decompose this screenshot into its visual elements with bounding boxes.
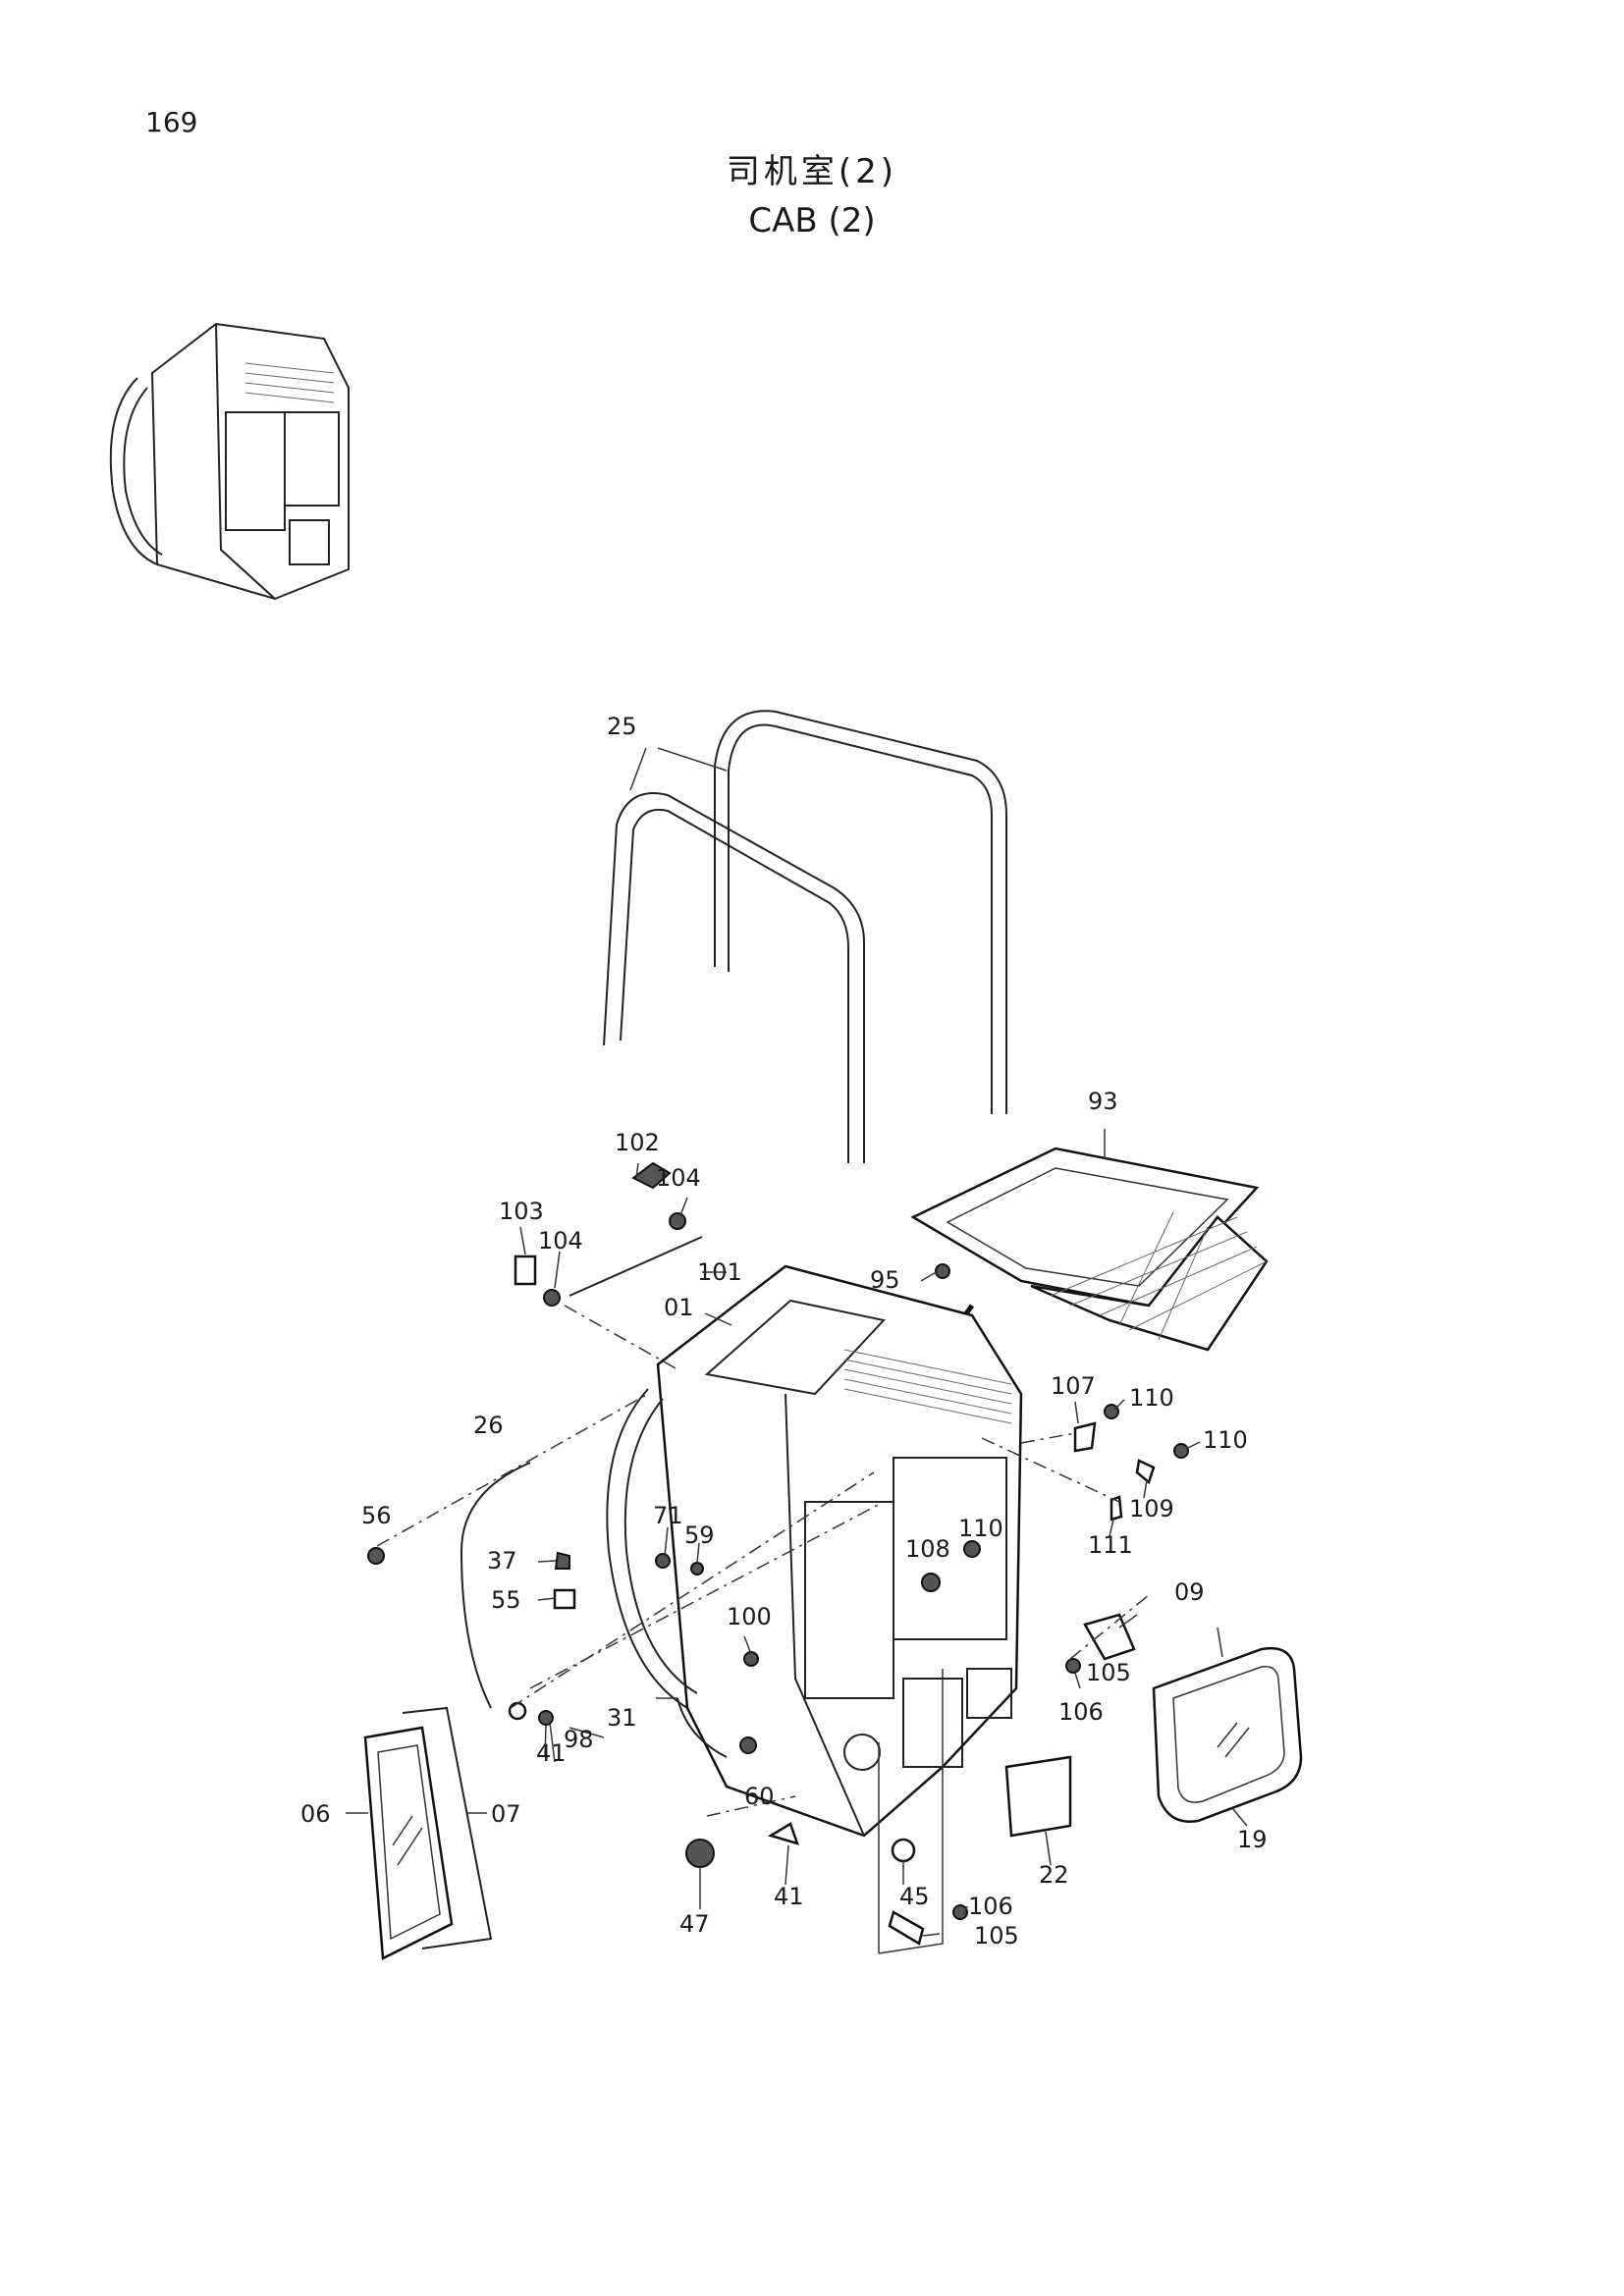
weatherstrip-arches: [603, 710, 1007, 1163]
callout-label: 41: [774, 1883, 804, 1910]
roof-sheet: [910, 1147, 1269, 1352]
callout-label: 107: [1051, 1372, 1096, 1400]
callout-label: 45: [899, 1883, 930, 1910]
callout-label: 105: [974, 1922, 1019, 1949]
leader-lines: [346, 747, 1248, 1954]
title-chinese: 司机室(2): [726, 152, 898, 191]
callout-label: 41: [536, 1739, 567, 1767]
callout-label: 19: [1237, 1826, 1268, 1853]
left-glass: [363, 1706, 493, 1960]
callout-label: 59: [684, 1522, 715, 1549]
callout-label: 56: [361, 1502, 392, 1529]
callout-label: 06: [300, 1800, 331, 1828]
rod: [568, 1236, 703, 1297]
callout-label: 09: [1174, 1578, 1205, 1606]
callout-label: 103: [499, 1198, 544, 1225]
callout-label: 100: [727, 1603, 772, 1630]
title-block: 司机室(2) CAB (2): [0, 147, 1624, 245]
callout-label: 101: [697, 1258, 742, 1286]
callout-label: 108: [905, 1535, 950, 1563]
callout-label: 110: [1203, 1426, 1248, 1454]
callout-label: 106: [968, 1893, 1013, 1920]
callout-label: 37: [487, 1547, 517, 1575]
rear-window-seal: [1004, 1755, 1072, 1838]
cab-frame: [606, 1264, 1023, 1838]
callout-label: 93: [1088, 1088, 1118, 1115]
callout-label: 102: [615, 1129, 660, 1156]
callout-label: 104: [656, 1164, 701, 1192]
callout-label: 98: [564, 1726, 594, 1753]
callout-label: 01: [664, 1294, 694, 1321]
callout-label: 111: [1088, 1531, 1133, 1559]
right-glass: [1152, 1646, 1303, 1823]
callout-label: 22: [1039, 1861, 1069, 1889]
callout-label: 26: [473, 1412, 504, 1439]
callout-label: 71: [653, 1502, 683, 1529]
callout-label: 47: [679, 1910, 710, 1938]
cable-31: [677, 1697, 728, 1758]
callout-label: 106: [1058, 1698, 1104, 1726]
callout-label: 109: [1129, 1495, 1174, 1522]
callout-label: 110: [1129, 1384, 1174, 1412]
callout-label: 55: [491, 1586, 521, 1614]
callout-label: 07: [491, 1800, 521, 1828]
callout-label: 95: [870, 1266, 900, 1294]
callout-label: 60: [744, 1783, 775, 1810]
callout-label: 105: [1086, 1659, 1131, 1686]
callout-label: 104: [538, 1227, 583, 1255]
callout-labels: 25 93 102 104 103 104 101 95 01 107 110 …: [300, 713, 1268, 1949]
callout-label: 25: [607, 713, 637, 740]
title-english: CAB (2): [748, 201, 876, 240]
cable-26: [460, 1462, 531, 1709]
cab-thumbnail: [109, 322, 350, 601]
callout-label: 110: [958, 1515, 1003, 1542]
callout-label: 31: [607, 1704, 637, 1732]
page-number: 169: [145, 106, 198, 138]
